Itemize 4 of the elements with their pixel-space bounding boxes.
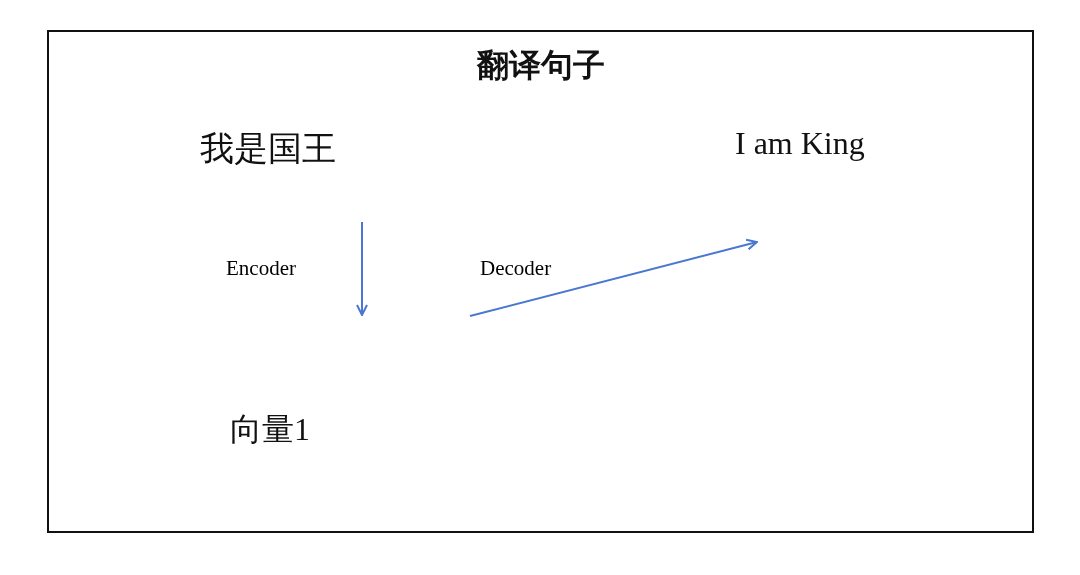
diagram-title: 翻译句子 bbox=[476, 46, 605, 85]
source-sentence: 我是国王 bbox=[200, 129, 336, 169]
vector-label: 向量1 bbox=[230, 410, 310, 449]
target-sentence: I am King bbox=[735, 125, 865, 162]
